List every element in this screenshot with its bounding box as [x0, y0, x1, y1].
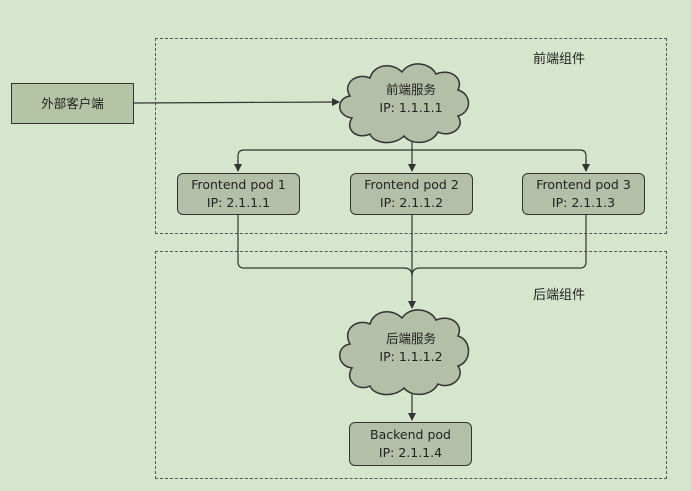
frontend-pod-2-node: Frontend pod 2 IP: 2.1.1.2	[350, 173, 473, 215]
client-to-frontend-service-arrow	[133, 98, 340, 107]
frontend-service-ip: IP: 1.1.1.1	[379, 100, 443, 115]
frontend-service-cloud	[339, 63, 470, 144]
external-client-label: 外部客户端	[41, 95, 104, 111]
backend-service-ip: IP: 1.1.1.2	[379, 349, 443, 364]
backend-group-label: 后端组件	[533, 288, 586, 303]
frontend-service-text: 前端服务 IP: 1.1.1.1	[351, 81, 471, 117]
backend-service-cloud	[339, 309, 470, 396]
backend-service-text: 后端服务 IP: 1.1.1.2	[351, 330, 471, 366]
backend-service-name: 后端服务	[385, 331, 436, 346]
backend-group-boundary	[155, 251, 667, 479]
backend-pod-name: Backend pod	[370, 427, 451, 442]
pod-name: Frontend pod 2	[364, 177, 459, 192]
backend-pod-node: Backend pod IP: 2.1.1.4	[349, 422, 472, 466]
pod-ip: IP: 2.1.1.1	[206, 195, 271, 210]
frontend-group-boundary	[155, 38, 667, 234]
pod-ip: IP: 2.1.1.2	[379, 195, 444, 210]
external-client-node: 外部客户端	[11, 83, 134, 124]
frontend-pod-3-node: Frontend pod 3 IP: 2.1.1.3	[522, 173, 645, 215]
frontend-group-label: 前端组件	[533, 52, 586, 67]
pod-name: Frontend pod 3	[536, 177, 631, 192]
pod-name: Frontend pod 1	[191, 177, 286, 192]
frontend-service-name: 前端服务	[385, 82, 436, 97]
pod-ip: IP: 2.1.1.3	[551, 195, 616, 210]
pod1-to-merge-line	[237, 215, 413, 277]
backend-pod-ip: IP: 2.1.1.4	[378, 445, 443, 460]
frontend-pod-1-node: Frontend pod 1 IP: 2.1.1.1	[177, 173, 300, 215]
pod3-to-merge-line	[411, 215, 587, 277]
